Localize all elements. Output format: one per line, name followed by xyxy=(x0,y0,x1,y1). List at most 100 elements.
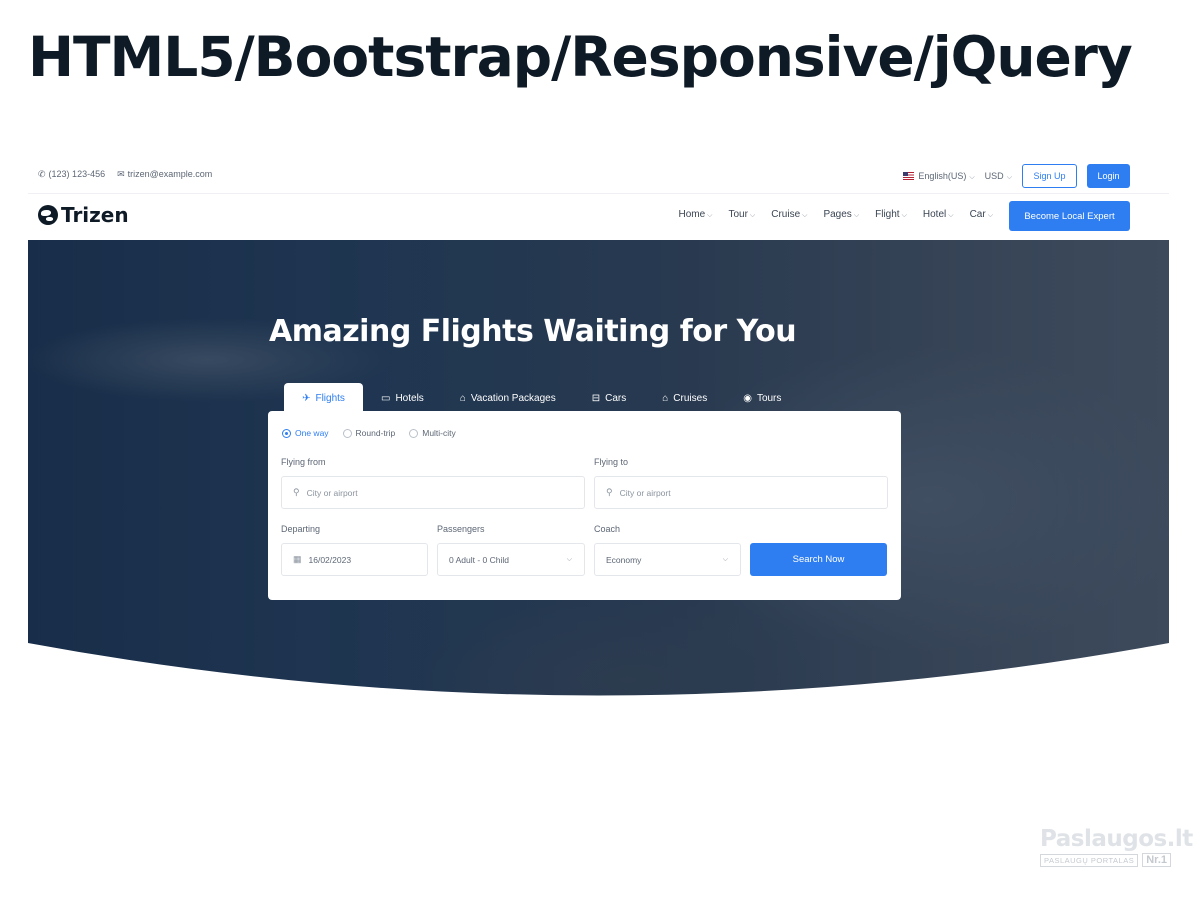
nav-item-tour[interactable]: Tour⌵ xyxy=(728,209,755,220)
flying-to-input[interactable]: ⚲ City or airport xyxy=(594,476,888,509)
us-flag-icon xyxy=(903,172,915,181)
chevron-down-icon: ⌵ xyxy=(948,212,954,219)
contact-info: ✆(123) 123-456 ✉trizen@example.com xyxy=(38,169,212,180)
radio-one-way[interactable]: One way xyxy=(282,428,329,438)
tab-vacation-packages[interactable]: ⌂ Vacation Packages xyxy=(442,383,574,413)
nav-label: Tour xyxy=(728,209,748,220)
login-button[interactable]: Login xyxy=(1087,164,1130,188)
tab-flights[interactable]: ✈ Flights xyxy=(284,383,363,413)
tab-cars[interactable]: ⊟ Cars xyxy=(574,383,645,413)
search-tabs: ✈ Flights ▭Hotels ⌂ Vacation Packages ⊟ Car… xyxy=(284,383,799,413)
currency-label: USD xyxy=(984,170,1004,181)
hero-wave-divider xyxy=(28,643,1169,698)
nav-label: Pages xyxy=(823,209,852,220)
phone-number: (123) 123-456 xyxy=(48,169,106,179)
language-label: English(US) xyxy=(918,170,967,181)
tab-cruises[interactable]: ⌂ Cruises xyxy=(644,383,725,413)
language-select[interactable]: English(US)⌵ xyxy=(903,170,975,182)
flying-from-input[interactable]: ⚲ City or airport xyxy=(281,476,585,509)
flight-search-form: One way Round-trip Multi-city Flying fro… xyxy=(268,411,901,600)
phone-icon: ✆ xyxy=(38,169,46,179)
nav-label: Home xyxy=(678,209,706,220)
passengers-select[interactable]: 0 Adult - 0 Child ⌵ xyxy=(437,543,585,576)
select-value: 0 Adult - 0 Child xyxy=(449,554,510,565)
input-placeholder: City or airport xyxy=(306,487,358,498)
tab-label: Vacation Packages xyxy=(470,392,556,404)
chevron-down-icon: ⌵ xyxy=(707,212,713,219)
currency-select[interactable]: USD⌵ xyxy=(985,171,1012,182)
logo[interactable]: Trizen xyxy=(38,203,129,227)
passengers-label: Passengers xyxy=(437,524,485,534)
chevron-down-icon: ⌵ xyxy=(969,173,975,181)
radio-dot xyxy=(342,428,352,438)
globe-logo-icon xyxy=(38,205,58,225)
nav-item-cruise[interactable]: Cruise⌵ xyxy=(771,209,807,220)
car-icon: ⊟ xyxy=(591,392,601,404)
nav-label: Cruise xyxy=(771,209,801,220)
suitcase-icon: ⌂ xyxy=(459,392,466,404)
chevron-down-icon: ⌵ xyxy=(853,212,860,219)
tab-label: Hotels xyxy=(395,392,424,404)
nav-label: Hotel xyxy=(922,209,947,220)
tab-label: Cars xyxy=(605,392,627,404)
tab-label: Flights xyxy=(315,392,345,404)
trip-type-radios: One way Round-trip Multi-city xyxy=(282,428,456,438)
hero-section: Amazing Flights Waiting for You ✈ Flights… xyxy=(28,240,1169,698)
logo-text: Trizen xyxy=(61,203,129,227)
watermark-nr: Nr.1 xyxy=(1142,853,1171,867)
radio-round-trip[interactable]: Round-trip xyxy=(342,428,396,438)
main-navbar: Trizen Home⌵ Tour⌵ Cruise⌵ Pages⌵ Flight… xyxy=(28,194,1169,240)
tab-label: Tours xyxy=(756,392,782,404)
top-bar: ✆(123) 123-456 ✉trizen@example.com Engli… xyxy=(28,158,1169,194)
radio-dot xyxy=(409,428,419,438)
map-pin-icon: ⚲ xyxy=(293,487,300,497)
radio-label: Multi-city xyxy=(422,428,456,438)
watermark-brand: Paslaugos.lt xyxy=(1040,826,1193,852)
nav-item-car[interactable]: Car⌵ xyxy=(970,209,993,220)
page-heading: HTML5/Bootstrap/Responsive/jQuery xyxy=(28,25,1133,89)
search-now-button[interactable]: Search Now xyxy=(750,543,887,576)
chevron-down-icon: ⌵ xyxy=(901,212,907,219)
chevron-down-icon: ⌵ xyxy=(749,212,756,219)
paslaugos-watermark: Paslaugos.lt PASLAUGŲ PORTALAS Nr.1 xyxy=(1040,826,1193,867)
mail-icon: ✉ xyxy=(117,169,125,179)
radio-label: Round-trip xyxy=(355,428,396,438)
globe-icon: ◉ xyxy=(743,392,752,404)
flying-from-label: Flying from xyxy=(281,457,326,467)
coach-label: Coach xyxy=(594,524,621,534)
select-value: Economy xyxy=(606,554,642,565)
radio-multi-city[interactable]: Multi-city xyxy=(409,428,456,438)
tab-tours[interactable]: ◉ Tours xyxy=(725,383,799,413)
chevron-down-icon: ⌵ xyxy=(722,555,728,563)
coach-select[interactable]: Economy ⌵ xyxy=(594,543,741,576)
input-placeholder: City or airport xyxy=(619,487,671,498)
departing-date-input[interactable]: ▦ 16/02/2023 xyxy=(281,543,428,576)
top-right-controls: English(US)⌵ USD⌵ Sign Up Login xyxy=(903,164,1130,188)
watermark-sub: PASLAUGŲ PORTALAS xyxy=(1040,853,1139,867)
tab-label: Cruises xyxy=(673,392,708,404)
nav-item-home[interactable]: Home⌵ xyxy=(678,209,712,220)
chevron-down-icon: ⌵ xyxy=(987,212,993,219)
signup-button[interactable]: Sign Up xyxy=(1022,164,1077,188)
phone-contact: ✆(123) 123-456 xyxy=(38,169,105,180)
nav-item-hotel[interactable]: Hotel⌵ xyxy=(923,209,954,220)
nav-item-flight[interactable]: Flight⌵ xyxy=(875,209,907,220)
nav-menu: Home⌵ Tour⌵ Cruise⌵ Pages⌵ Flight⌵ Hotel… xyxy=(678,209,993,220)
chevron-down-icon: ⌵ xyxy=(566,555,572,563)
hero-title: Amazing Flights Waiting for You xyxy=(269,314,797,349)
calendar-icon: ▦ xyxy=(293,554,302,564)
become-local-expert-button[interactable]: Become Local Expert xyxy=(1009,201,1130,231)
email-address: trizen@example.com xyxy=(127,169,213,179)
tab-hotels[interactable]: ▭Hotels xyxy=(363,383,442,413)
ship-icon: ⌂ xyxy=(662,392,669,404)
watermark-bottom: PASLAUGŲ PORTALAS Nr.1 xyxy=(1040,853,1180,867)
plane-icon: ✈ xyxy=(302,392,311,404)
chevron-down-icon: ⌵ xyxy=(802,212,808,219)
nav-label: Car xyxy=(969,209,986,220)
nav-item-pages[interactable]: Pages⌵ xyxy=(823,209,859,220)
chevron-down-icon: ⌵ xyxy=(1006,173,1012,181)
radio-label: One way xyxy=(295,428,329,438)
departing-label: Departing xyxy=(281,524,321,534)
email-contact: ✉trizen@example.com xyxy=(117,169,212,180)
website-screenshot: ✆(123) 123-456 ✉trizen@example.com Engli… xyxy=(28,158,1169,698)
